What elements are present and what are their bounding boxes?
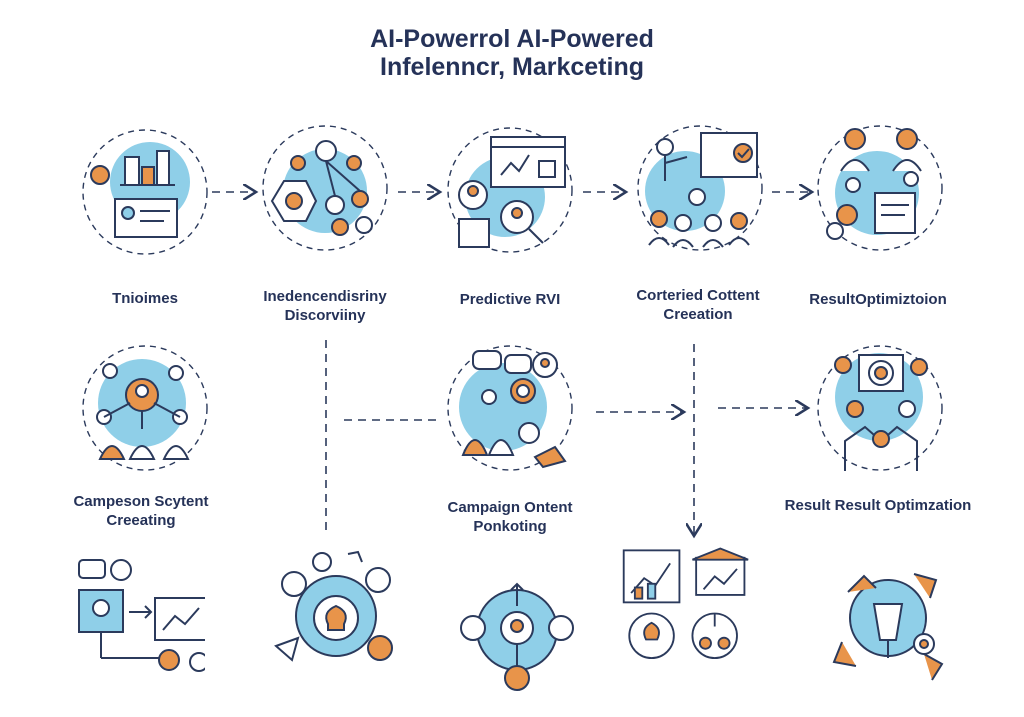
network-discovery-icon [262,125,388,251]
title-line-2: Infelenncr, Markceting [380,53,644,81]
node-video-messaging [75,558,205,688]
optimization-cycle-icon [832,573,944,681]
label-result-optimzation: Result Result Optimzation [784,497,972,514]
title-line-1: AI-Powerrol AI-Powered [370,25,654,53]
idea-bulb-icon [274,550,393,662]
node-discovery [260,123,390,253]
node-content [635,123,765,253]
node-campaign-ponkoting [445,343,575,473]
label-discovery: Inedencendisriny Discorviiny [263,288,387,324]
label-tnioimes: Tnioimes [112,290,178,307]
node-analytics [80,127,210,257]
node-campaign-creating [80,343,210,473]
label-result-optimization: ResultOptimiztoion [809,291,947,308]
node-optimization-cycle [828,562,958,692]
node-result-optimzation [815,343,945,473]
label-content-creation: Corteried Cottent Creeation [636,287,760,323]
label-campaign-creating: Campeson Scytent Creeating [73,493,209,529]
analytics-dashboard-icon [82,129,208,255]
node-predictive [445,125,575,255]
target-handshake-icon [817,345,943,471]
audience-targeting-icon [447,345,573,471]
node-growth-chart [620,542,750,672]
node-idea [270,550,400,680]
content-presentation-icon [637,125,763,251]
predictive-search-icon [447,127,573,253]
growth-hub-icon [460,582,574,691]
video-messaging-icon [78,559,205,672]
campaign-network-icon [82,345,208,471]
label-predictive: Predictive RVI [459,291,561,308]
node-growth-hub [455,580,585,710]
node-result-top [815,123,945,253]
team-collaboration-icon [817,125,943,251]
growth-chart-icon [622,547,749,659]
label-campaign-ponkoting: Campaign Ontent Ponkoting [447,499,573,535]
